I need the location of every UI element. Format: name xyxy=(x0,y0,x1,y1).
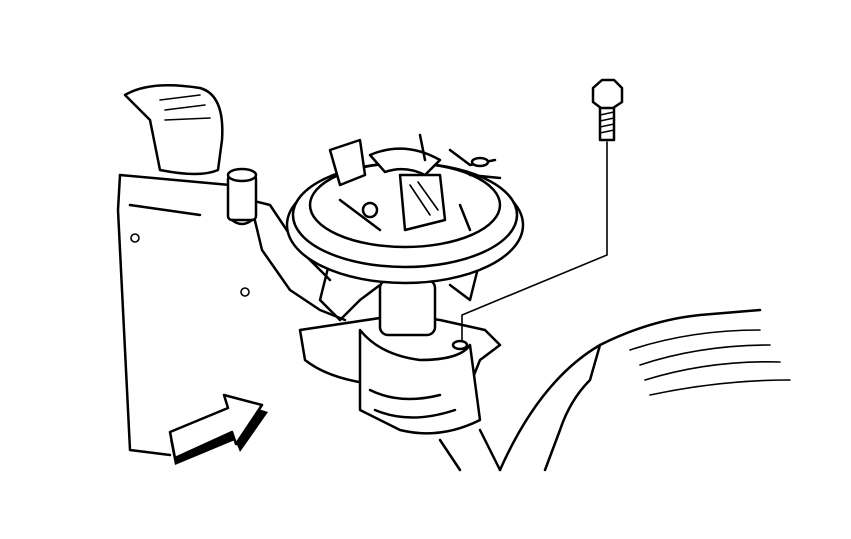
mounting-stud xyxy=(226,167,258,226)
direction-arrow-icon xyxy=(168,393,268,465)
bolt-icon xyxy=(591,78,624,142)
leader-line xyxy=(461,141,608,341)
distributor-housing xyxy=(298,258,502,435)
intake-manifold xyxy=(438,308,791,472)
distributor-rotor-assembly xyxy=(285,133,525,285)
